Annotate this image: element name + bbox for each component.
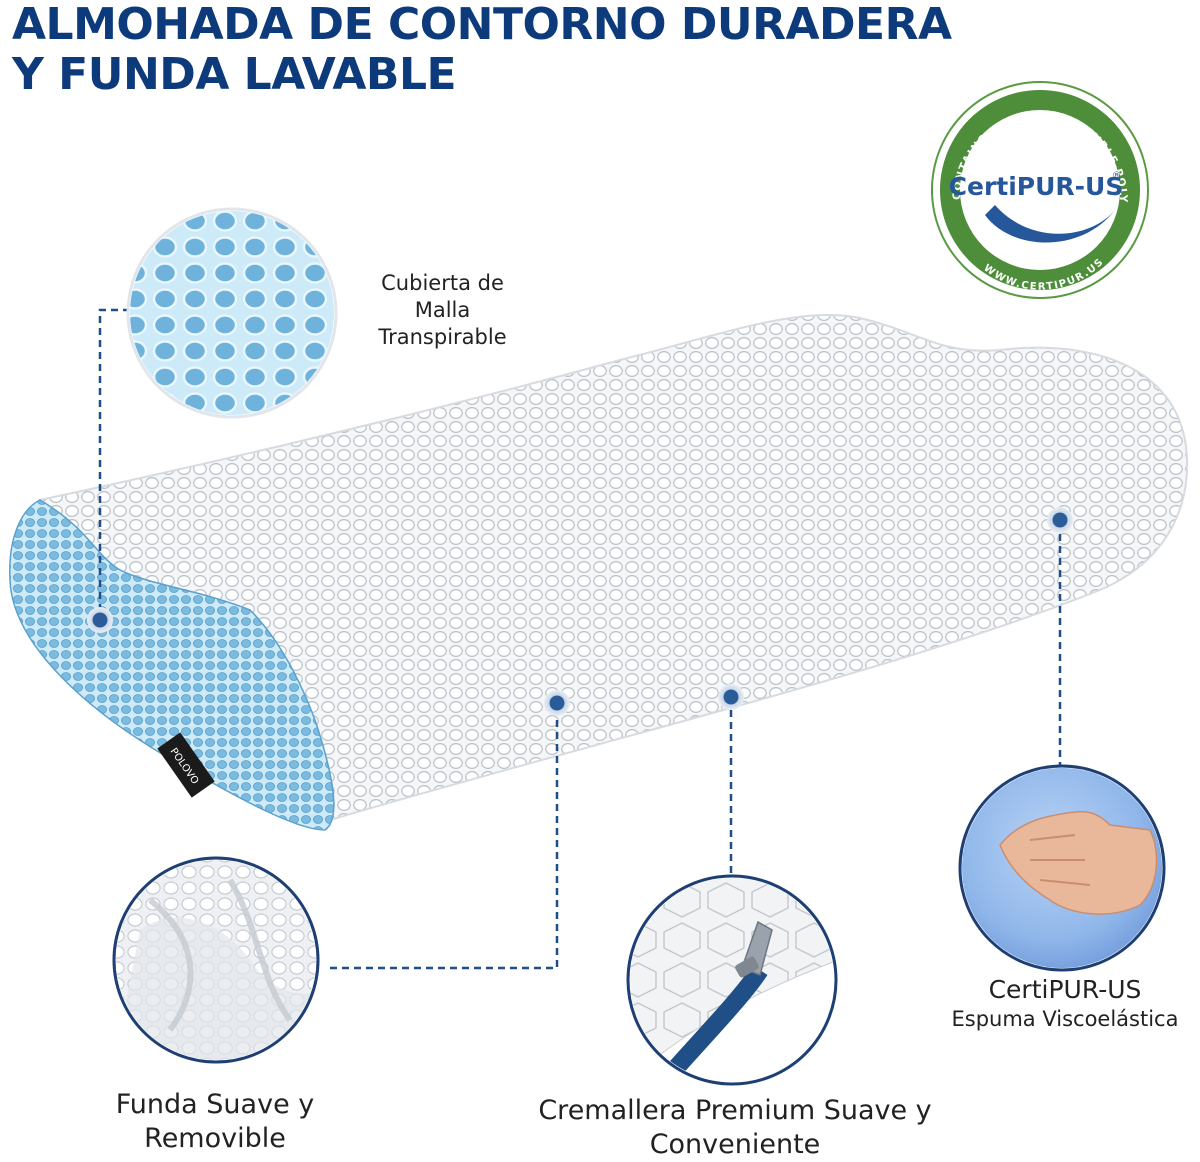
title-line-1: ALMOHADA DE CONTORNO DURADERA [12, 0, 952, 50]
connector-mesh [98, 308, 130, 620]
label-removable-cover: Funda Suave y Removible [70, 1088, 360, 1156]
title-line-2: Y FUNDA LAVABLE [12, 49, 457, 100]
label-mesh-line-1: Cubierta de [381, 271, 504, 295]
contour-pillow: POLOVO [9, 313, 1189, 831]
seal-registered: ® [1112, 171, 1121, 181]
mesh-detail-image [126, 207, 338, 419]
page-title: ALMOHADA DE CONTORNO DURADERA Y FUNDA LA… [12, 0, 952, 100]
label-foam-line-1: CertiPUR-US [988, 975, 1142, 1004]
callout-dot-zip [718, 684, 744, 710]
label-memory-foam: CertiPUR-US Espuma Viscoelástica [920, 975, 1200, 1033]
label-foam-line-2: Espuma Viscoelástica [951, 1007, 1179, 1031]
label-mesh-line-3: Transpirable [378, 325, 507, 349]
label-zip-line-1: Cremallera Premium Suave y [538, 1095, 932, 1126]
callout-dot-foam [1047, 507, 1073, 533]
pillow-side-mesh [9, 499, 335, 831]
label-breathable-mesh: Cubierta de Malla Transpirable [355, 270, 530, 351]
foam-detail-image [958, 764, 1166, 972]
label-mesh-line-2: Malla [414, 298, 471, 322]
hand-icon [999, 810, 1158, 915]
brand-tag [157, 732, 215, 798]
callout-connectors [98, 308, 1062, 970]
seal-brand: CertiPUR-US [949, 172, 1124, 201]
connector-cover [330, 705, 559, 970]
callout-dot-cover [544, 690, 570, 716]
label-cover-line-2: Removible [144, 1123, 286, 1154]
callout-dot-mesh [87, 607, 113, 633]
cover-detail-image [112, 856, 320, 1064]
zipper-detail-image [626, 874, 838, 1086]
label-cover-line-1: Funda Suave y [115, 1089, 315, 1120]
label-premium-zipper: Cremallera Premium Suave y Conveniente [470, 1094, 1000, 1162]
label-zip-line-2: Conveniente [649, 1129, 821, 1160]
